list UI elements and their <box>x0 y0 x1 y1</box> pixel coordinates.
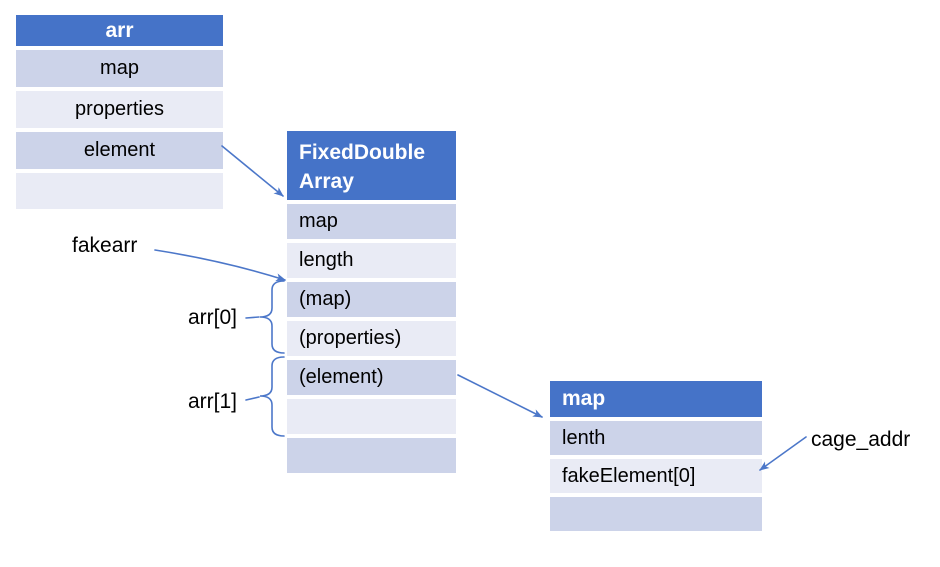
arr-table: arr map properties element <box>16 15 223 209</box>
cage-addr-label: cage_addr <box>811 428 911 451</box>
table-row <box>287 399 456 434</box>
table-row: length <box>287 243 456 278</box>
brace-arr1-connector <box>245 396 260 401</box>
arrow-element-to-fixeddoublearray <box>221 145 284 197</box>
brace-arr0-connector <box>245 316 260 319</box>
fixed-double-array-table: FixedDouble Array map length (map) (prop… <box>287 131 456 473</box>
brace-arr0 <box>259 280 285 354</box>
table-row <box>287 438 456 473</box>
table-row: (properties) <box>287 321 456 356</box>
fakearr-label: fakearr <box>72 234 138 257</box>
table-row: fakeElement[0] <box>550 459 762 493</box>
arrow-cage-addr-to-fake-element <box>759 436 807 471</box>
arrow-element-to-map-table <box>457 374 543 418</box>
map-table: map lenth fakeElement[0] <box>550 381 762 531</box>
table-row <box>550 497 762 531</box>
table-row: map <box>16 50 223 87</box>
arr1-label: arr[1] <box>188 390 238 413</box>
arr0-label: arr[0] <box>188 306 238 329</box>
table-row: (map) <box>287 282 456 317</box>
table-row: map <box>287 204 456 239</box>
table-row: (element) <box>287 360 456 395</box>
arrow-fakearr-to-fixeddoublearray <box>154 249 286 282</box>
table-row: properties <box>16 91 223 128</box>
fixed-double-array-table-title: FixedDouble Array <box>287 131 456 200</box>
table-row <box>16 173 223 209</box>
arr-table-title: arr <box>16 15 223 46</box>
brace-arr1 <box>259 356 285 437</box>
table-row: lenth <box>550 421 762 455</box>
table-row: element <box>16 132 223 169</box>
map-table-title: map <box>550 381 762 417</box>
